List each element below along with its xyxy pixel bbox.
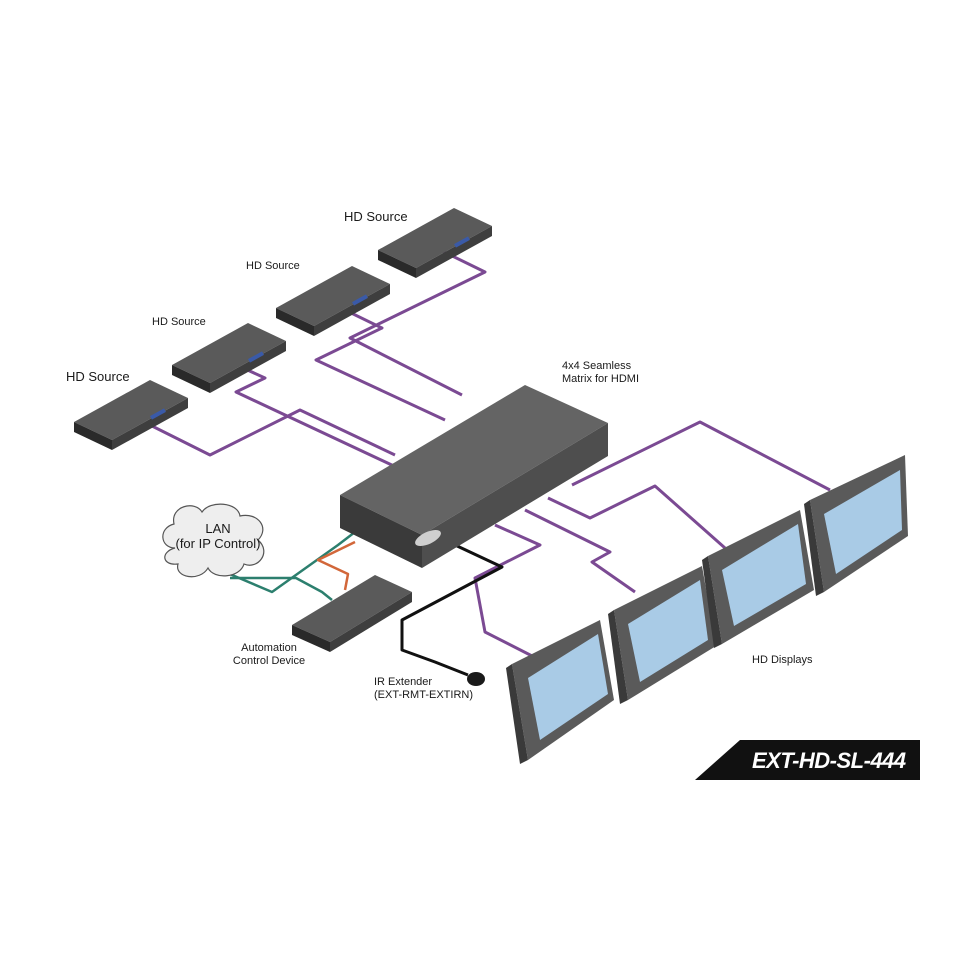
- hd-source-label-3: HD Source: [246, 260, 300, 272]
- ir-extender-icon: [467, 672, 485, 686]
- cable-display-4: [571, 420, 831, 492]
- cable-source-4: [348, 248, 487, 397]
- hd-display-2: [608, 566, 716, 704]
- cable-source-1: [147, 408, 396, 457]
- hd-display-icon: [506, 455, 908, 764]
- display-cables: [473, 420, 831, 662]
- lan-cloud-icon: [162, 503, 265, 578]
- lan-label: LAN (for IP Control): [170, 521, 266, 552]
- hd-source-1: [74, 380, 188, 450]
- ir-extender-label-line-1: IR Extender: [374, 676, 433, 688]
- hd-source-box-icon: [74, 208, 492, 450]
- ir-cable: [400, 543, 504, 677]
- cable-source-3: [314, 308, 446, 422]
- lan-cables: [224, 531, 356, 601]
- matrix-switcher-icon: [340, 385, 608, 568]
- hd-display-1: [506, 620, 614, 764]
- automation-device-icon: [292, 575, 412, 652]
- matrix-logo: [415, 529, 441, 547]
- matrix-label: 4x4 Seamless Matrix for HDMI: [562, 360, 639, 385]
- ir-extender-label-line-2: (EXT-RMT-EXTIRN): [374, 688, 473, 701]
- hd-display-4: [804, 455, 908, 596]
- hd-source-2: [172, 323, 286, 393]
- hd-source-label-1: HD Source: [66, 369, 130, 384]
- hd-display-3: [702, 510, 814, 648]
- source-cables: [147, 248, 487, 484]
- automation-label: Automation Control Device: [222, 642, 316, 667]
- model-banner: [695, 740, 920, 780]
- hd-source-label-2: HD Source: [152, 316, 206, 328]
- model-number-label: EXT-HD-SL-444: [752, 748, 906, 773]
- cable-display-2: [524, 508, 636, 594]
- matrix-label-line-1: 4x4 Seamless: [562, 360, 632, 372]
- matrix-label-line-2: Matrix for HDMI: [562, 372, 639, 385]
- serial-cable: [316, 540, 356, 591]
- lan-cable-automation: [230, 576, 333, 601]
- automation-label-line-2: Control Device: [232, 654, 306, 667]
- hd-source-3: [276, 266, 390, 336]
- hd-source-4: [378, 208, 492, 278]
- hd-displays-label: HD Displays: [752, 654, 813, 666]
- cable-display-3: [547, 484, 726, 550]
- lan-cable-matrix: [224, 531, 356, 594]
- lan-label-line-2: (for IP Control): [175, 535, 261, 551]
- lan-label-line-1: LAN: [205, 521, 231, 536]
- hd-source-label-4: HD Source: [344, 209, 408, 224]
- automation-label-line-1: Automation: [241, 642, 297, 654]
- ir-extender-label: IR Extender (EXT-RMT-EXTIRN): [374, 676, 473, 701]
- cable-display-1: [473, 523, 542, 662]
- cable-source-2: [234, 366, 429, 484]
